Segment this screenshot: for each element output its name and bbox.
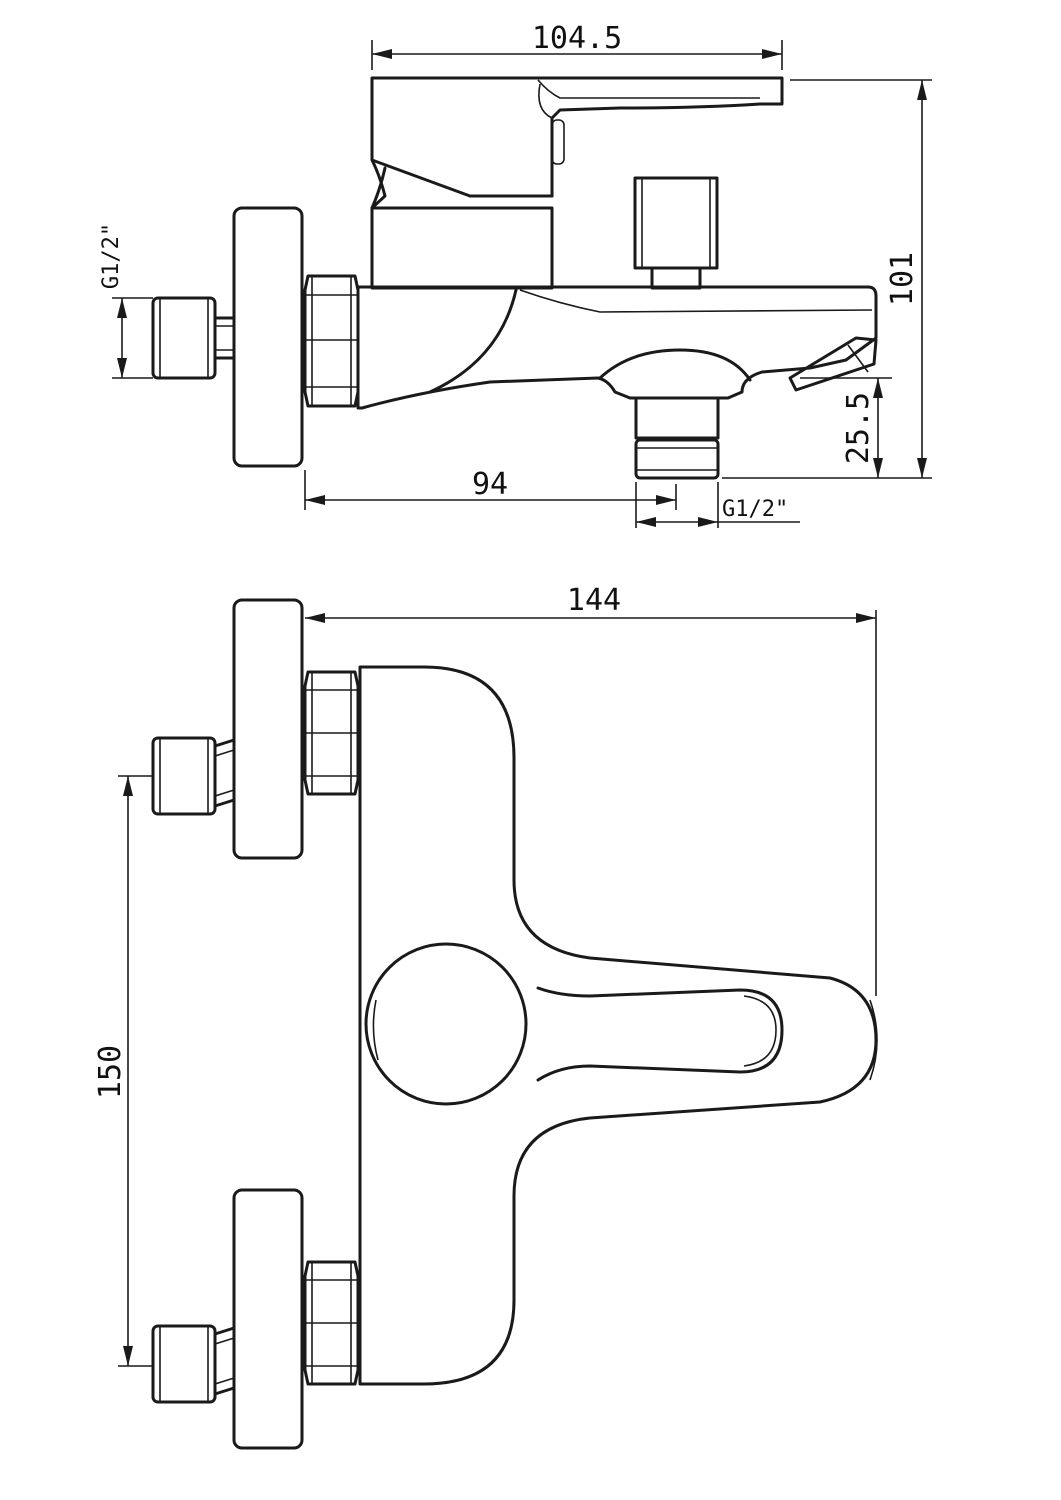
mixer-body [358,665,878,1386]
dimension-outlet-thread: G1/2" [635,482,800,528]
wall-flange [232,206,304,468]
spout-body [356,285,878,410]
dim-text-total-depth: 144 [567,583,621,618]
dim-text-outlet-height: 25.5 [841,392,876,464]
plan-view: 144 150 [93,583,878,1450]
cartridge-cylinder [370,206,554,290]
dimension-outlet-offset: 94 [304,467,677,510]
dim-text-outlet-thread: G1/2" [722,497,788,522]
dim-text-height: 101 [885,252,920,306]
lever-slot [536,986,784,1082]
dimension-inlet-spacing: 150 [93,775,153,1367]
diverter-knob [633,176,719,270]
dim-text-top-width: 104.5 [532,21,622,56]
wall-flange-upper [232,598,304,860]
side-elevation-view: 104.5 101 25.5 94 [99,21,932,528]
dim-text-inlet-spacing: 150 [93,1045,128,1099]
dimension-height: 101 [722,79,932,479]
hex-nut [303,274,360,408]
outlet-connector [634,438,720,480]
dim-text-outlet-offset: 94 [472,467,508,502]
dimension-inlet-thread: G1/2" [99,223,153,379]
dimension-total-depth: 144 [305,583,877,996]
dimension-outlet-height: 25.5 [800,377,892,478]
lever-handle [370,76,784,198]
dimension-top-width: 104.5 [371,21,783,70]
inlet-connector [151,296,217,380]
handle-disc [364,942,528,1106]
wall-flange-lower [232,1188,304,1450]
dim-text-inlet-thread: G1/2" [99,223,124,289]
